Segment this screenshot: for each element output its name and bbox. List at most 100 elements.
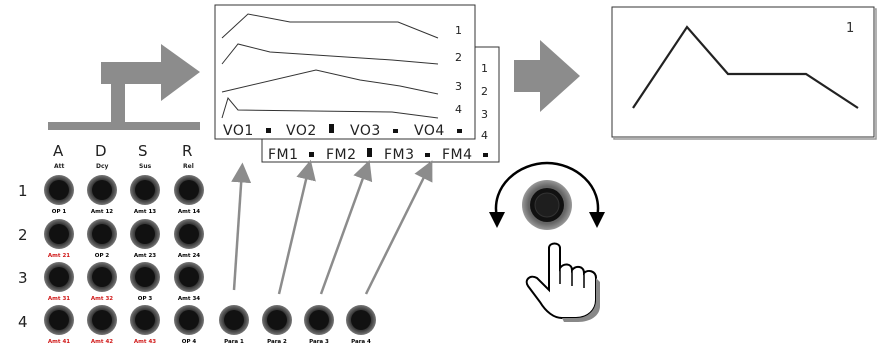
lcd-vo-number-4: 4 — [455, 103, 462, 116]
fm2-level-indicator — [367, 148, 372, 157]
lcd-vo-number-3: 3 — [455, 80, 462, 93]
lcd-fm-number-3: 3 — [481, 108, 488, 121]
para-knob-4[interactable]: Para 4 — [346, 305, 376, 344]
row-number-1: 1 — [18, 182, 28, 200]
rotary-knob-icon — [489, 161, 605, 230]
knob-label: OP 2 — [95, 253, 110, 259]
mod-knob-r3-c1[interactable]: Amt 31 — [44, 262, 74, 302]
knob-label: OP 4 — [182, 339, 197, 344]
para-knob-2[interactable]: Para 2 — [262, 305, 292, 344]
mod-knob-r1-c2[interactable]: Amt 12 — [87, 175, 117, 215]
knob-label: Amt 32 — [91, 296, 113, 302]
para-knobs: Para 1 Para 2 Para 3 Para 4 — [219, 305, 376, 344]
col-letter-release: R — [182, 142, 192, 160]
knob-cap — [135, 310, 155, 330]
lcd-vo-label-3: VO3 — [350, 123, 381, 139]
vo1-level-indicator — [266, 128, 271, 133]
envelope-curve-3 — [221, 69, 439, 95]
para-knob-1[interactable]: Para 1 — [219, 305, 249, 344]
lcd-vo-label-2: VO2 — [286, 123, 317, 139]
mod-knob-r3-c4[interactable]: Amt 34 — [174, 262, 204, 302]
mod-knob-r4-c3[interactable]: Amt 43 — [130, 305, 160, 344]
knob-cap — [179, 310, 199, 330]
mod-knob-r1-c3[interactable]: Amt 13 — [130, 175, 160, 215]
knob-label: Amt 13 — [134, 209, 156, 215]
mod-knob-r1-c1[interactable]: OP 1 — [44, 175, 74, 215]
lcd-vo-number-2: 2 — [455, 51, 462, 64]
mod-knob-r3-c3[interactable]: OP 3 — [130, 262, 160, 302]
knob-cap — [224, 310, 244, 330]
envelope-display-panel: 1 — [611, 6, 877, 140]
knob-cap — [135, 224, 155, 244]
lcd-fm-label-4: FM4 — [442, 147, 473, 163]
envelope-curve-2 — [221, 43, 439, 65]
knob-matrix: OP 1 Amt 12 Amt 13 Amt 14 Amt 21 OP 2 Amt 23 Am… — [44, 175, 204, 344]
col-sub-decay: Dcy — [96, 163, 109, 170]
envelope-curve-1 — [221, 13, 439, 39]
mod-knob-r4-c1[interactable]: Amt 41 — [44, 305, 74, 344]
vo4-level-indicator — [457, 129, 462, 133]
col-letter-attack: A — [53, 142, 64, 160]
hand-pointer-icon — [525, 242, 600, 322]
vo3-level-indicator — [393, 129, 398, 133]
knob-cap — [49, 310, 69, 330]
knob-label: Amt 41 — [48, 339, 70, 344]
lcd-vo-number-1: 1 — [455, 24, 462, 37]
knob-cap — [309, 310, 329, 330]
mod-knob-r4-c2[interactable]: Amt 42 — [87, 305, 117, 344]
fm3-level-indicator — [425, 153, 430, 157]
para-connection-arrows — [231, 159, 433, 295]
knob-cap — [179, 267, 199, 287]
knob-label: Amt 34 — [178, 296, 200, 302]
knob-cap — [49, 224, 69, 244]
vo2-level-indicator — [329, 124, 334, 133]
mod-knob-r3-c2[interactable]: Amt 32 — [87, 262, 117, 302]
para3-connection-arrow — [319, 159, 373, 295]
col-sub-release: Rel — [183, 163, 194, 170]
lcd-fm-label-1: FM1 — [268, 147, 299, 163]
mod-knob-r2-c1[interactable]: Amt 21 — [44, 219, 74, 259]
row-number-4: 4 — [18, 313, 28, 331]
knob-label: Amt 14 — [178, 209, 200, 215]
envelope-curve-4 — [221, 96, 439, 119]
mod-knob-r2-c4[interactable]: Amt 24 — [174, 219, 204, 259]
knob-cap — [92, 267, 112, 287]
lcd-vo-display: 1 2 3 4 VO1 VO2 VO3 VO4 — [214, 4, 476, 140]
col-sub-sustain: Sus — [139, 163, 152, 170]
mod-knob-r2-c2[interactable]: OP 2 — [87, 219, 117, 259]
knob-label: Amt 42 — [91, 339, 113, 344]
row-number-2: 2 — [18, 226, 28, 244]
knob-cap — [267, 310, 287, 330]
lcd-vo-label-1: VO1 — [223, 123, 254, 139]
para2-connection-arrow — [277, 159, 316, 295]
knob-cap — [49, 180, 69, 200]
col-letter-decay: D — [95, 142, 107, 160]
para-knob-3[interactable]: Para 3 — [304, 305, 334, 344]
mod-knob-r4-c4[interactable]: OP 4 — [174, 305, 204, 344]
adsr-headers: A Att D Dcy S Sus R Rel — [53, 142, 194, 170]
row-numbers: 1 2 3 4 — [18, 182, 28, 331]
mod-knob-r2-c3[interactable]: Amt 23 — [130, 219, 160, 259]
lcd-fm-number-4: 4 — [481, 129, 488, 142]
knob-label: Para 1 — [224, 339, 244, 344]
knob-cap — [92, 180, 112, 200]
knob-label: Amt 31 — [48, 296, 70, 302]
knob-label: Amt 21 — [48, 253, 70, 259]
lcd-fm-label-3: FM3 — [384, 147, 415, 163]
lcd-fm-number-1: 1 — [481, 62, 488, 75]
knob-cap — [179, 180, 199, 200]
routing-arrow-icon — [48, 44, 200, 130]
envelope-shape — [632, 25, 859, 109]
para4-connection-arrow — [364, 160, 433, 295]
mod-knob-r1-c4[interactable]: Amt 14 — [174, 175, 204, 215]
knob-cap — [351, 310, 371, 330]
lcd-vo-label-4: VO4 — [414, 123, 445, 139]
knob-cap — [49, 267, 69, 287]
knob-label: Amt 24 — [178, 253, 200, 259]
fm1-level-indicator — [309, 152, 314, 157]
col-letter-sustain: S — [138, 142, 148, 160]
lcd-fm-number-2: 2 — [481, 85, 488, 98]
knob-cap — [179, 224, 199, 244]
knob-label: OP 1 — [52, 209, 67, 215]
